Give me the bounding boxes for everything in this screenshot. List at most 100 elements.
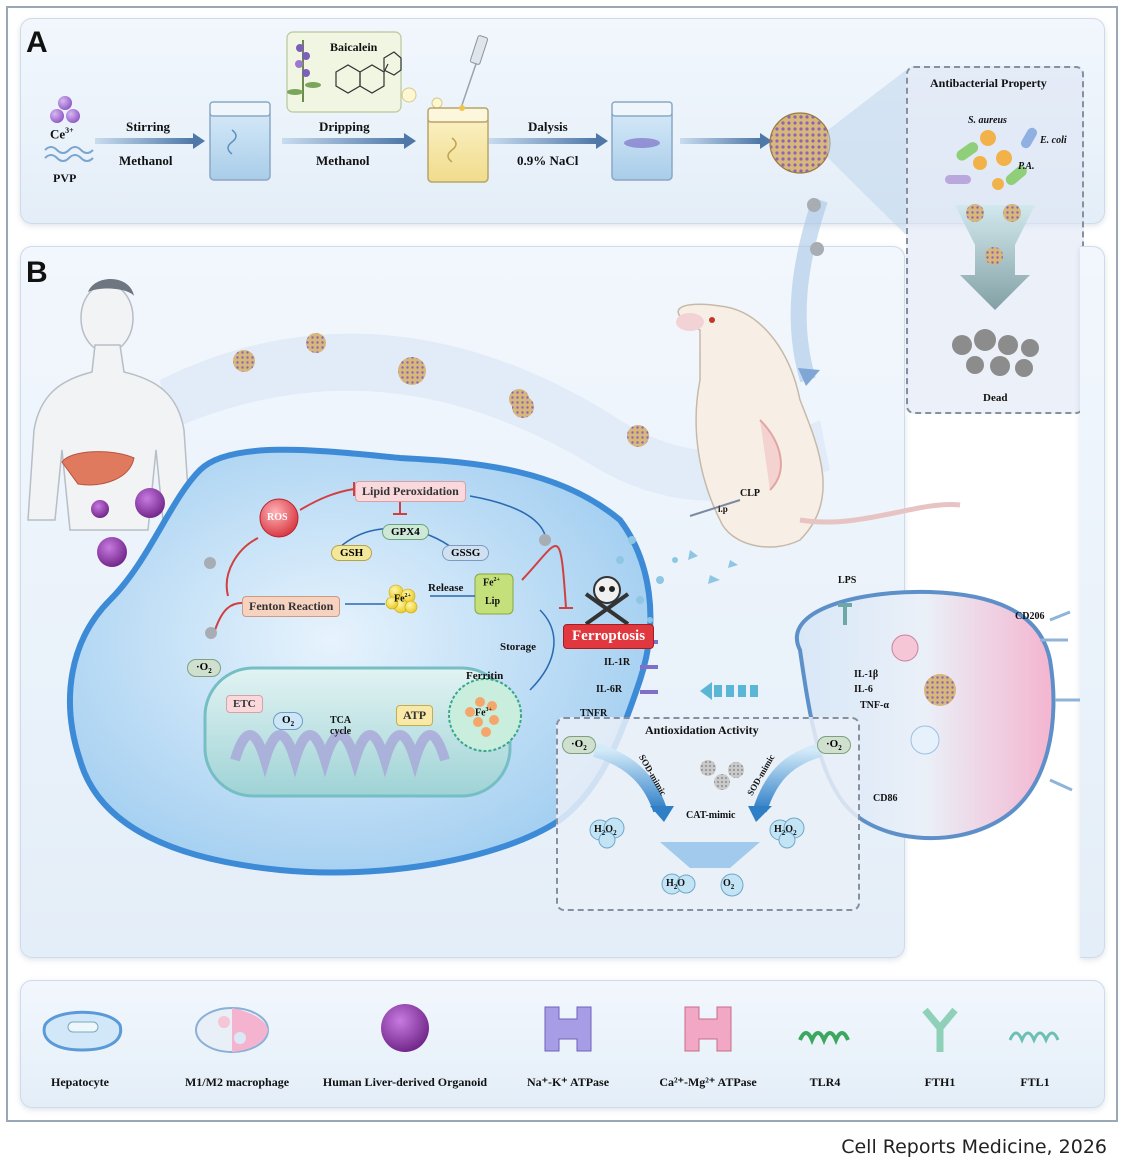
na-k-atpase-legend-icon xyxy=(544,1006,592,1052)
h2o-label: H2O xyxy=(666,878,686,891)
ftl1-legend-icon xyxy=(1008,1031,1060,1044)
ferroptosis-box: Ferroptosis xyxy=(563,624,655,649)
ros-sphere xyxy=(259,498,299,538)
organoid-2 xyxy=(91,500,109,518)
o2-pill: O2 xyxy=(273,712,304,731)
cd206-label: CD206 xyxy=(1015,611,1045,622)
lipid-peroxidation-box: Lipid Peroxidation xyxy=(355,481,466,502)
ferritin-label: Ferritin xyxy=(466,670,504,682)
organoid-1 xyxy=(135,488,165,518)
beaker-3-icon xyxy=(611,101,673,181)
step2-top-label: Dripping xyxy=(319,119,370,134)
lps-label: LPS xyxy=(838,575,857,586)
ferritin-cage xyxy=(448,678,522,752)
organoid-3 xyxy=(97,537,127,567)
ros-label: ROS xyxy=(267,512,288,523)
panel-a-letter: A xyxy=(26,26,48,59)
legend-panel xyxy=(20,980,1105,1108)
fe2-label: Fe2+ xyxy=(394,593,411,605)
cat-mimic-label: CAT-mimic xyxy=(686,810,736,821)
journal-credit: Cell Reports Medicine, 2026 xyxy=(841,1136,1107,1158)
legend-organoid: Human Liver-derived Organoid xyxy=(322,1075,488,1089)
pvp-label: PVP xyxy=(53,171,77,185)
step1-top-label: Stirring xyxy=(126,119,171,134)
atp-box: ATP xyxy=(396,705,434,726)
o2-final-label: O2 xyxy=(723,878,735,891)
e-coli-label: E. coli xyxy=(1040,135,1067,146)
lip-box xyxy=(474,573,514,615)
legend-hepatocyte: Hepatocyte xyxy=(51,1075,109,1089)
panel-b-letter: B xyxy=(26,256,48,289)
dead-label: Dead xyxy=(983,392,1008,404)
baicalein-label: Baicalein xyxy=(330,40,378,54)
ip-label: i.p xyxy=(718,504,728,514)
panel-a-illustration xyxy=(44,31,906,235)
antioxidation-title: Antioxidation Activity xyxy=(645,723,759,737)
il1b-label: IL-1β xyxy=(854,669,879,680)
beaker-2-icon xyxy=(427,107,489,183)
step3-bottom-label: 0.9% NaCl xyxy=(517,153,579,168)
bacteria-icons xyxy=(945,127,1037,190)
cd86-label: CD86 xyxy=(873,793,898,804)
beaker-1-icon xyxy=(209,101,271,181)
syringe-icon xyxy=(459,35,489,111)
ce-label: Ce3+ xyxy=(50,126,74,142)
legend-ca-mg-atpase: Ca²⁺-Mg²⁺ ATPase xyxy=(659,1075,757,1089)
process-arrow-3 xyxy=(488,138,596,144)
macrophage-legend-icon xyxy=(195,1007,269,1053)
legend-fth1: FTH1 xyxy=(924,1075,956,1089)
fth1-legend-icon xyxy=(922,1007,958,1052)
il6-label: IL-6 xyxy=(854,684,873,695)
release-label: Release xyxy=(428,582,464,594)
gsh-pill: GSH xyxy=(331,545,373,561)
dead-bacteria-icon xyxy=(952,329,1039,377)
ce-ions-icon xyxy=(50,96,80,123)
pa-label: P.A. xyxy=(1018,161,1035,172)
o2-left-pill: ·O2 xyxy=(562,736,596,755)
antibacterial-title: Antibacterial Property xyxy=(930,76,1047,90)
clp-label: CLP xyxy=(740,488,760,499)
process-arrow-4 xyxy=(680,138,760,144)
fenton-reaction-box: Fenton Reaction xyxy=(242,596,341,617)
process-arrow-2 xyxy=(282,138,404,144)
legend-macrophage: M1/M2 macrophage xyxy=(184,1075,290,1089)
fe3-label: Fe3+ xyxy=(475,707,492,719)
antioxidation-illustration xyxy=(589,743,823,897)
cytokine-arrow xyxy=(700,682,758,700)
tnfr-label: TNFR xyxy=(580,708,608,719)
etc-box: ETC xyxy=(226,695,263,713)
storage-label: Storage xyxy=(500,641,537,653)
legend-icons xyxy=(42,1004,1060,1053)
il1r-label: IL-1R xyxy=(604,657,631,668)
lip-label: Lip xyxy=(485,596,501,607)
circulation-ribbon xyxy=(160,333,830,501)
process-arrow-1 xyxy=(95,138,193,144)
o2-radical-pill: ·O2 xyxy=(187,659,221,678)
panel-b-extension xyxy=(1080,246,1105,958)
step3-top-label: Dalysis xyxy=(528,119,568,134)
hepatocyte-legend-icon xyxy=(42,1010,123,1052)
antibacterial-illustration xyxy=(945,127,1039,377)
zoom-beam xyxy=(828,70,906,235)
mouse-figure xyxy=(676,303,961,548)
lip-fe-label: Fe2+ xyxy=(483,577,500,589)
s-aureus-label: S. aureus xyxy=(968,115,1007,126)
tlr4-receptor xyxy=(838,603,852,625)
il6r-label: IL-6R xyxy=(596,684,623,695)
h2o2-left-label: H2O2 xyxy=(594,824,617,837)
baicalein-structure-box xyxy=(286,31,402,113)
step1-bottom-label: Methanol xyxy=(119,153,173,168)
tlr4-legend-icon xyxy=(798,1031,850,1046)
o2-right-pill: ·O2 xyxy=(817,736,851,755)
skull-icon xyxy=(584,576,630,626)
legend-ftl1: FTL1 xyxy=(1020,1075,1050,1089)
tnfa-label: TNF-α xyxy=(860,700,889,711)
liver-icon xyxy=(61,451,135,486)
gssg-pill: GSSG xyxy=(442,545,490,561)
step2-bottom-label: Methanol xyxy=(316,153,370,168)
fe2-cluster xyxy=(385,584,418,614)
human-figure xyxy=(27,283,191,531)
legend-na-k-atpase: Na⁺-K⁺ ATPase xyxy=(526,1075,610,1089)
organoid-legend-icon xyxy=(381,1004,429,1052)
legend-tlr4: TLR4 xyxy=(809,1075,841,1089)
